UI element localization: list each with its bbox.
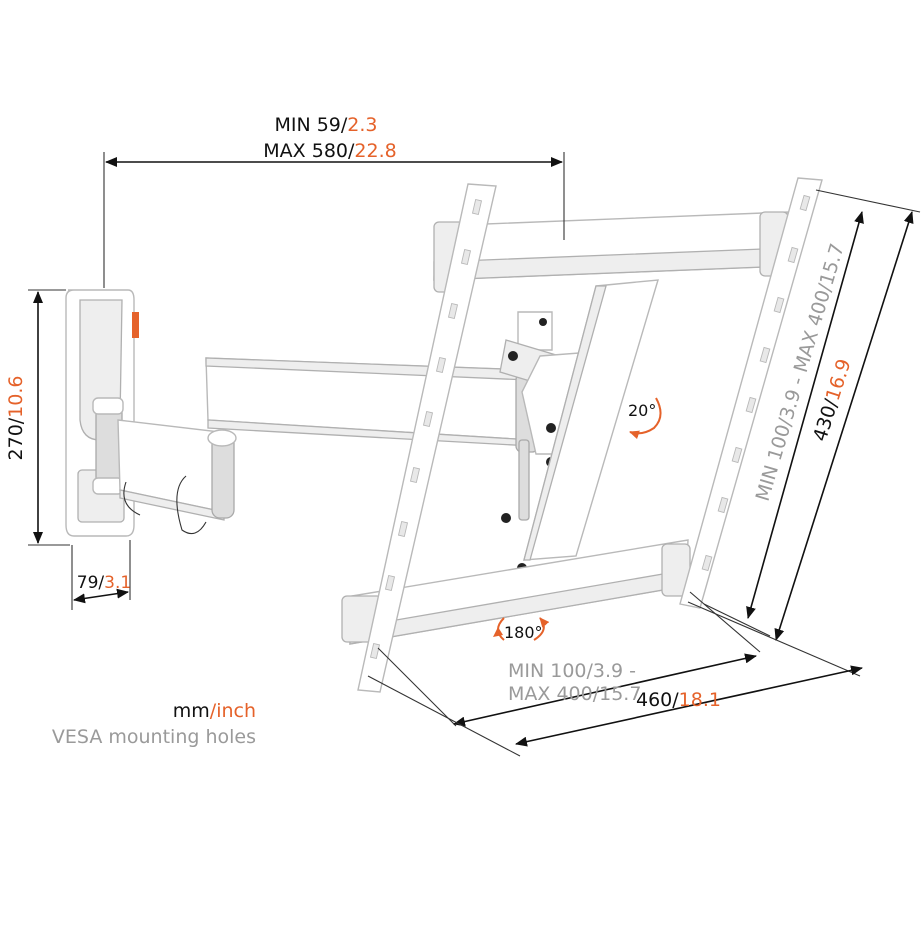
svg-text:MIN 59/2.3: MIN 59/2.3	[274, 114, 377, 136]
arm-extension-min-mm: MIN 59/	[274, 114, 347, 136]
arm-extension-max-inch: 22.8	[354, 140, 396, 162]
wall-plate-depth-mm: 79/	[77, 573, 105, 593]
vesa-horizontal-line1: MIN 100/3.9 -	[508, 660, 636, 682]
svg-text:270/10.6: 270/10.6	[5, 376, 27, 461]
wall-plate-height-inch: 10.6	[5, 376, 27, 418]
wall-hinge	[92, 397, 124, 495]
tv-mount-illustration	[65, 177, 823, 693]
unit-inch: inch	[216, 700, 256, 722]
second-arm	[205, 357, 539, 453]
overall-height-mm: 430/	[809, 396, 843, 444]
wall-plate-height-dimension: 270/10.6	[5, 289, 70, 546]
overall-width-dimension: 460/18.1	[367, 601, 863, 757]
vesa-horizontal-line2: MAX 400/15.7	[508, 683, 641, 705]
svg-text:79/3.1: 79/3.1	[77, 573, 131, 593]
arm-extension-min-inch: 2.3	[347, 114, 377, 136]
left-vesa-strip	[357, 183, 497, 693]
svg-text:430/16.9: 430/16.9	[809, 356, 856, 444]
orange-clip	[132, 312, 139, 338]
swivel-rotation-icon: 180°	[493, 617, 550, 642]
tilt-rotation-icon: 20°	[628, 397, 662, 440]
units-line: mm/inch	[20, 698, 256, 724]
wall-plate-height-mm: 270/	[5, 417, 27, 460]
overall-width-mm: 460/	[636, 689, 679, 711]
svg-text:MAX 580/22.8: MAX 580/22.8	[263, 140, 396, 162]
overall-height-inch: 16.9	[822, 356, 856, 403]
arm-extension-max-mm: MAX 580/	[263, 140, 355, 162]
wall-plate-depth-inch: 3.1	[104, 573, 131, 593]
swivel-angle-label: 180°	[504, 623, 543, 642]
arm-extension-dimension: MIN 59/2.3 MAX 580/22.8	[103, 114, 565, 288]
units-legend: mm/inch VESA mounting holes	[20, 698, 256, 750]
tilt-angle-label: 20°	[628, 401, 656, 420]
first-arm	[117, 419, 237, 535]
svg-text:460/18.1: 460/18.1	[636, 689, 721, 711]
back-bracket	[517, 279, 659, 573]
unit-slash: /	[209, 700, 217, 722]
wall-plate-depth-dimension: 79/3.1	[71, 540, 131, 610]
overall-width-inch: 18.1	[679, 689, 721, 711]
unit-mm: mm	[172, 700, 210, 722]
vesa-caption: VESA mounting holes	[51, 726, 256, 748]
